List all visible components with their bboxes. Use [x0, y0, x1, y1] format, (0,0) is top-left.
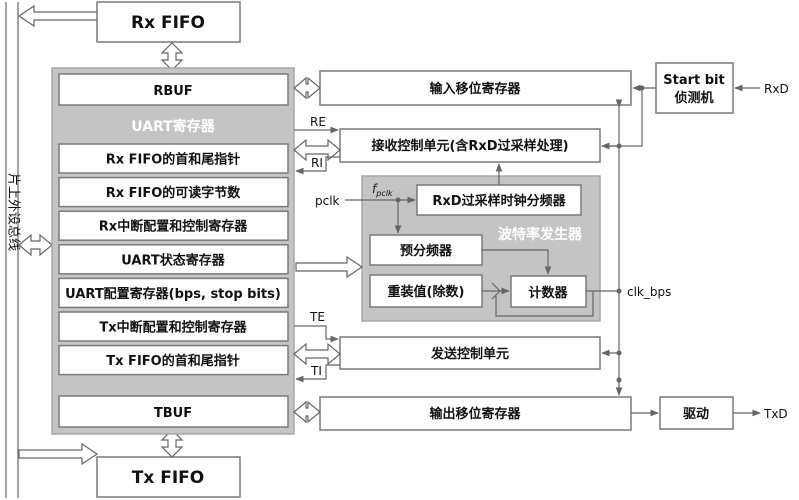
uart-register-row	[58, 210, 289, 241]
txd-signal-label: TxD	[763, 407, 788, 421]
pclk-signal-label: pclk	[315, 194, 340, 208]
driver-box	[659, 396, 734, 430]
fpclk-label: fpclk	[372, 182, 393, 198]
ti-line	[295, 364, 340, 383]
rx-pointer-rx-control-arrow	[293, 138, 341, 162]
uart-register-row	[58, 344, 289, 376]
counter-load-triangle	[491, 282, 501, 300]
bus-to-uart-arrow	[18, 233, 53, 257]
prescaler-box	[369, 234, 483, 266]
rxfifo-rbuf-arrow	[160, 42, 184, 71]
tx-control-unit-label: 发送控制单元	[430, 346, 509, 362]
uart-register-label: Rx FIFO的可读字节数	[106, 185, 242, 201]
uart-register-row	[58, 311, 289, 342]
uart-register-label: Tx中断配置和控制寄存器	[99, 320, 247, 336]
prescaler-to-counter-line	[482, 249, 552, 275]
uart-register-row	[58, 277, 289, 309]
output-shift-register-box	[319, 396, 632, 431]
tx-fifo-label: Tx FIFO	[132, 468, 204, 488]
uart-register-row	[58, 176, 289, 208]
status-to-baud-arrow	[295, 255, 364, 279]
tbuf-box	[58, 395, 289, 428]
uart-register-label: UART配置寄存器(bps, stop bits)	[65, 286, 281, 302]
uart-register-label: UART状态寄存器	[121, 252, 226, 268]
counter-label: 计数器	[528, 285, 568, 301]
rbuf-label: RBUF	[153, 84, 192, 99]
ri-line	[295, 156, 340, 175]
baud-rate-generator-title: 波特率发生器	[498, 226, 583, 243]
rx-control-unit-label: 接收控制单元(含RxD过采样处理)	[371, 138, 568, 154]
rx-fifo-box	[96, 1, 241, 43]
clk-bps-dot-4	[616, 377, 622, 383]
uart-register-label: Rx FIFO的首和尾指针	[106, 152, 241, 168]
rx-control-unit-box	[339, 128, 601, 163]
clk-bps-dot-3	[616, 350, 622, 356]
driver-label: 驱动	[683, 407, 709, 422]
rbuf-input-shift-arrow	[293, 76, 321, 100]
fpclk-main: f	[372, 182, 378, 196]
tbuf-output-shift-arrow	[293, 400, 321, 424]
rbuf-box	[58, 73, 289, 106]
input-shift-register-label: 输入移位寄存器	[429, 81, 521, 97]
ri-signal-label: RI	[311, 156, 323, 170]
tx-pointer-tx-control-arrow	[293, 342, 341, 366]
peripheral-bus-label: 片上外设总线	[6, 173, 21, 251]
tx-control-unit-box	[339, 336, 601, 370]
oversample-divider-box	[416, 184, 582, 216]
rx-fifo-label: Rx FIFO	[131, 13, 205, 33]
uart-register-label: Rx中断配置和控制寄存器	[99, 219, 248, 235]
clk-bps-signal-label: clk_bps	[627, 285, 671, 299]
uart-register-row	[58, 143, 289, 174]
clk-bps-dot-1	[616, 143, 622, 149]
prescaler-label: 预分频器	[400, 243, 453, 259]
start-bit-detector-label-1: Start bit	[663, 73, 724, 88]
tbuf-label: TBUF	[154, 406, 192, 421]
reload-value-label: 重装值(除数)	[388, 284, 465, 300]
start-bit-detector-label-2: 侦测机	[673, 90, 713, 106]
bus-to-rxfifo-arrow	[17, 4, 98, 28]
input-shift-register-box	[319, 70, 632, 106]
output-shift-register-label: 输出移位寄存器	[429, 406, 521, 422]
te-line	[294, 325, 339, 343]
clk-bps-dot-2	[616, 288, 622, 294]
re-signal-label: RE	[310, 115, 326, 129]
counter-feedback-line	[495, 291, 594, 317]
rxd-signal-label: RxD	[764, 82, 789, 96]
uart-panel-title: UART寄存器	[131, 118, 215, 135]
bus-to-txfifo-arrow	[18, 442, 99, 466]
uart-register-row	[58, 244, 289, 275]
oversample-divider-label: RxD过采样时钟分频器	[432, 193, 566, 209]
te-signal-label: TE	[309, 310, 325, 324]
uart-register-list: Rx FIFO的首和尾指针 Rx FIFO的可读字节数 Rx中断配置和控制寄存器 UA…	[58, 143, 289, 376]
uart-register-label: Tx FIFO的首和尾指针	[106, 353, 239, 369]
reload-value-box	[369, 274, 483, 308]
ti-signal-label: TI	[310, 364, 322, 378]
tbuf-txfifo-arrow	[160, 429, 184, 458]
fpclk-sub: pclk	[375, 189, 393, 198]
peripheral-bus	[5, 2, 19, 498]
tx-fifo-box	[96, 456, 241, 498]
